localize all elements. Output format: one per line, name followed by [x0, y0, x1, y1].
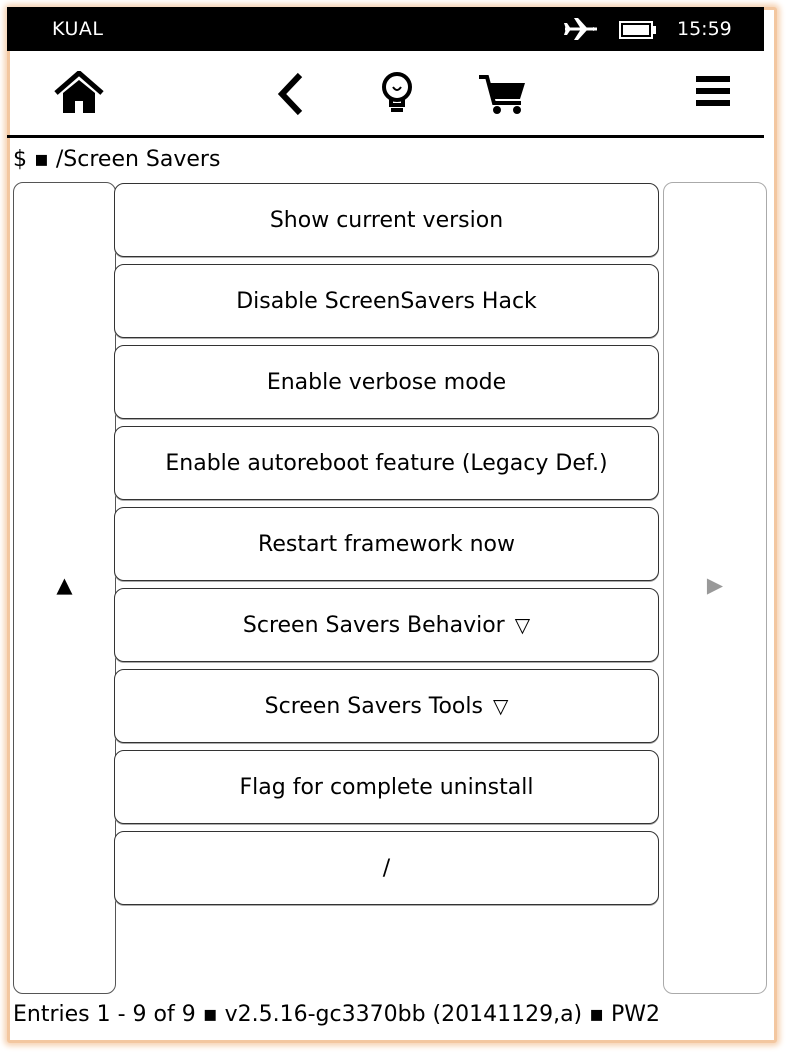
submenu-caret-icon: ▽ — [492, 694, 509, 718]
menu-item-flag-uninstall[interactable]: Flag for complete uninstall — [114, 750, 659, 824]
menu-item-label: Flag for complete uninstall — [239, 774, 534, 800]
menu-item-show-current-version[interactable]: Show current version — [114, 183, 659, 257]
menu-item-label: Disable ScreenSavers Hack — [236, 288, 537, 314]
next-page-button[interactable]: ▶ — [663, 182, 767, 994]
menu-item-screen-savers-behavior[interactable]: Screen Savers Behavior ▽ — [114, 588, 659, 662]
home-icon[interactable] — [51, 71, 107, 117]
menu-item-label: / — [382, 855, 391, 881]
page-up-button[interactable]: ▲ — [13, 182, 116, 994]
menu-item-enable-autoreboot[interactable]: Enable autoreboot feature (Legacy Def.) — [114, 426, 659, 500]
status-bar: KUAL 15:59 — [7, 7, 764, 51]
menu-item-label: Screen Savers Tools — [264, 693, 483, 719]
right-arrow-icon: ▶ — [706, 573, 724, 597]
menu-item-root[interactable]: / — [114, 831, 659, 905]
back-icon[interactable] — [262, 71, 318, 117]
submenu-caret-icon: ▽ — [514, 613, 531, 637]
battery-icon — [619, 21, 657, 39]
menu-item-screen-savers-tools[interactable]: Screen Savers Tools ▽ — [114, 669, 659, 743]
menu-item-label: Show current version — [269, 207, 504, 233]
menu-icon[interactable] — [686, 71, 742, 117]
lightbulb-icon[interactable] — [369, 71, 425, 117]
menu-item-label: Restart framework now — [258, 531, 515, 557]
footer-status: Entries 1 - 9 of 9 ▪ v2.5.16-gc3370bb (2… — [13, 1002, 661, 1027]
cart-icon[interactable] — [475, 71, 531, 117]
toolbar — [7, 51, 764, 137]
menu-item-enable-verbose-mode[interactable]: Enable verbose mode — [114, 345, 659, 419]
menu-item-label: Enable autoreboot feature (Legacy Def.) — [165, 450, 608, 476]
menu-item-restart-framework[interactable]: Restart framework now — [114, 507, 659, 581]
status-title: KUAL — [52, 18, 104, 40]
breadcrumb: $ ▪ /Screen Savers — [13, 147, 221, 172]
toolbar-divider — [7, 135, 764, 138]
status-clock: 15:59 — [677, 18, 732, 40]
menu-item-label: Enable verbose mode — [266, 369, 507, 395]
airplane-icon — [563, 17, 599, 41]
menu-item-label: Screen Savers Behavior — [242, 612, 505, 638]
up-arrow-icon: ▲ — [56, 573, 73, 597]
menu-item-disable-screensavers-hack[interactable]: Disable ScreenSavers Hack — [114, 264, 659, 338]
